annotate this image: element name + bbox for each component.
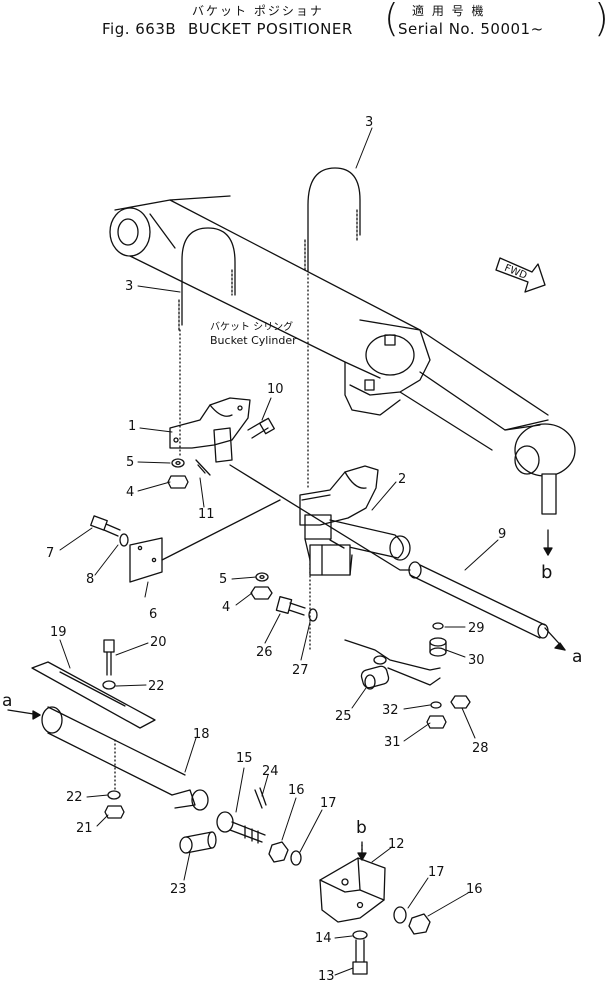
ref-b-low: b (356, 818, 367, 838)
nut-21 (104, 805, 125, 819)
callout-16: 16 (288, 783, 305, 798)
callout-9: 9 (498, 527, 506, 542)
ref-a-left: a (2, 691, 12, 711)
pin-23 (179, 831, 217, 854)
callout-17: 17 (428, 865, 445, 880)
washer-5-lower (255, 572, 269, 582)
callout-26: 26 (256, 645, 273, 660)
nut-16-left (268, 841, 289, 863)
bolt-26 (275, 596, 306, 616)
u-bolt-lower (178, 227, 236, 331)
callout-31: 31 (384, 735, 401, 750)
callout-2: 2 (398, 472, 406, 487)
callout-16: 16 (466, 882, 483, 897)
lever-assembly (344, 622, 471, 729)
callout-32: 32 (382, 703, 399, 718)
washer-27 (308, 608, 318, 622)
upper-clamp (169, 397, 251, 463)
ref-b-mid: b (541, 562, 552, 583)
callout-24: 24 (262, 764, 279, 779)
plate-6 (129, 499, 281, 583)
cylinder-18 (41, 706, 209, 811)
bracket-12 (319, 844, 386, 923)
nut-4-lower (250, 586, 273, 600)
callout-28: 28 (472, 741, 489, 756)
callout-27: 27 (292, 663, 309, 678)
callout-13: 13 (318, 969, 335, 981)
callout-22: 22 (66, 790, 83, 805)
callout-4: 4 (126, 485, 134, 500)
washer-5-upper (171, 458, 185, 468)
callout-29: 29 (468, 621, 485, 636)
callout-19: 19 (50, 625, 67, 640)
fwd-label: FWD (503, 263, 529, 282)
callout-6: 6 (149, 607, 157, 622)
washer-22-lower (107, 790, 121, 800)
callout-5: 5 (219, 572, 227, 587)
callout-20: 20 (150, 635, 167, 650)
callout-23: 23 (170, 882, 187, 897)
cylinder-kana: バケット シリング (210, 320, 293, 333)
callout-7: 7 (46, 546, 54, 561)
callout-22: 22 (148, 679, 165, 694)
title-kana: バケット ポジショナ (192, 4, 324, 18)
alignment-line (229, 464, 411, 571)
washer-14 (352, 930, 368, 940)
page-header: バケット ポジショナ ( 適 用 号 機 ) Fig. 663B BUCKET … (0, 0, 605, 44)
washer-17-left (290, 850, 302, 866)
bucket-cylinder (109, 195, 576, 515)
callout-5: 5 (126, 455, 134, 470)
close-paren: ) (594, 0, 605, 40)
bolt-7 (90, 515, 121, 537)
cylinder-label: Bucket Cylinder (210, 334, 297, 347)
applicable-kanji: 適 用 号 機 (412, 4, 486, 18)
callout-8: 8 (86, 572, 94, 587)
page-title: BUCKET POSITIONER (188, 20, 353, 38)
nut-4-upper (167, 475, 189, 489)
pin-24 (254, 787, 267, 809)
ref-a-right: a (572, 647, 582, 667)
shaft-9 (408, 561, 549, 639)
lower-clamp-2 (299, 465, 411, 576)
callout-15: 15 (236, 751, 253, 766)
open-paren: ( (384, 0, 399, 40)
callout-3: 3 (365, 115, 373, 130)
callout-21: 21 (76, 821, 93, 836)
callout-10: 10 (267, 382, 284, 397)
bolt-13 (352, 939, 368, 975)
bolt-10 (247, 417, 275, 439)
callout-25: 25 (335, 709, 352, 724)
fwd-arrow-icon (495, 257, 546, 293)
nut-16-right (408, 913, 431, 935)
bolt-20 (102, 639, 116, 690)
callout-12: 12 (388, 837, 405, 852)
rod-end-15 (216, 811, 266, 844)
leader-lines (59, 127, 499, 976)
u-bolt-upper (304, 167, 361, 271)
callout-3: 3 (125, 279, 133, 294)
callout-18: 18 (193, 727, 210, 742)
callout-1: 1 (128, 419, 136, 434)
fig-label: Fig. 663B (102, 20, 177, 38)
cotter-pin-11 (195, 459, 211, 476)
plate-19 (31, 661, 156, 729)
callout-30: 30 (468, 653, 485, 668)
callout-17: 17 (320, 796, 337, 811)
washer-8 (119, 533, 129, 547)
callout-4: 4 (222, 600, 230, 615)
callout-14: 14 (315, 931, 332, 946)
callout-numbers: 1 2 3 3 4 4 5 5 6 7 8 9 10 11 12 13 14 1… (46, 115, 506, 981)
phantom-lines (179, 269, 311, 651)
washer-17-right (393, 906, 407, 924)
callout-11: 11 (198, 507, 215, 522)
serial-range: Serial No. 50001~ (398, 20, 544, 38)
ref-arrows (7, 529, 566, 861)
